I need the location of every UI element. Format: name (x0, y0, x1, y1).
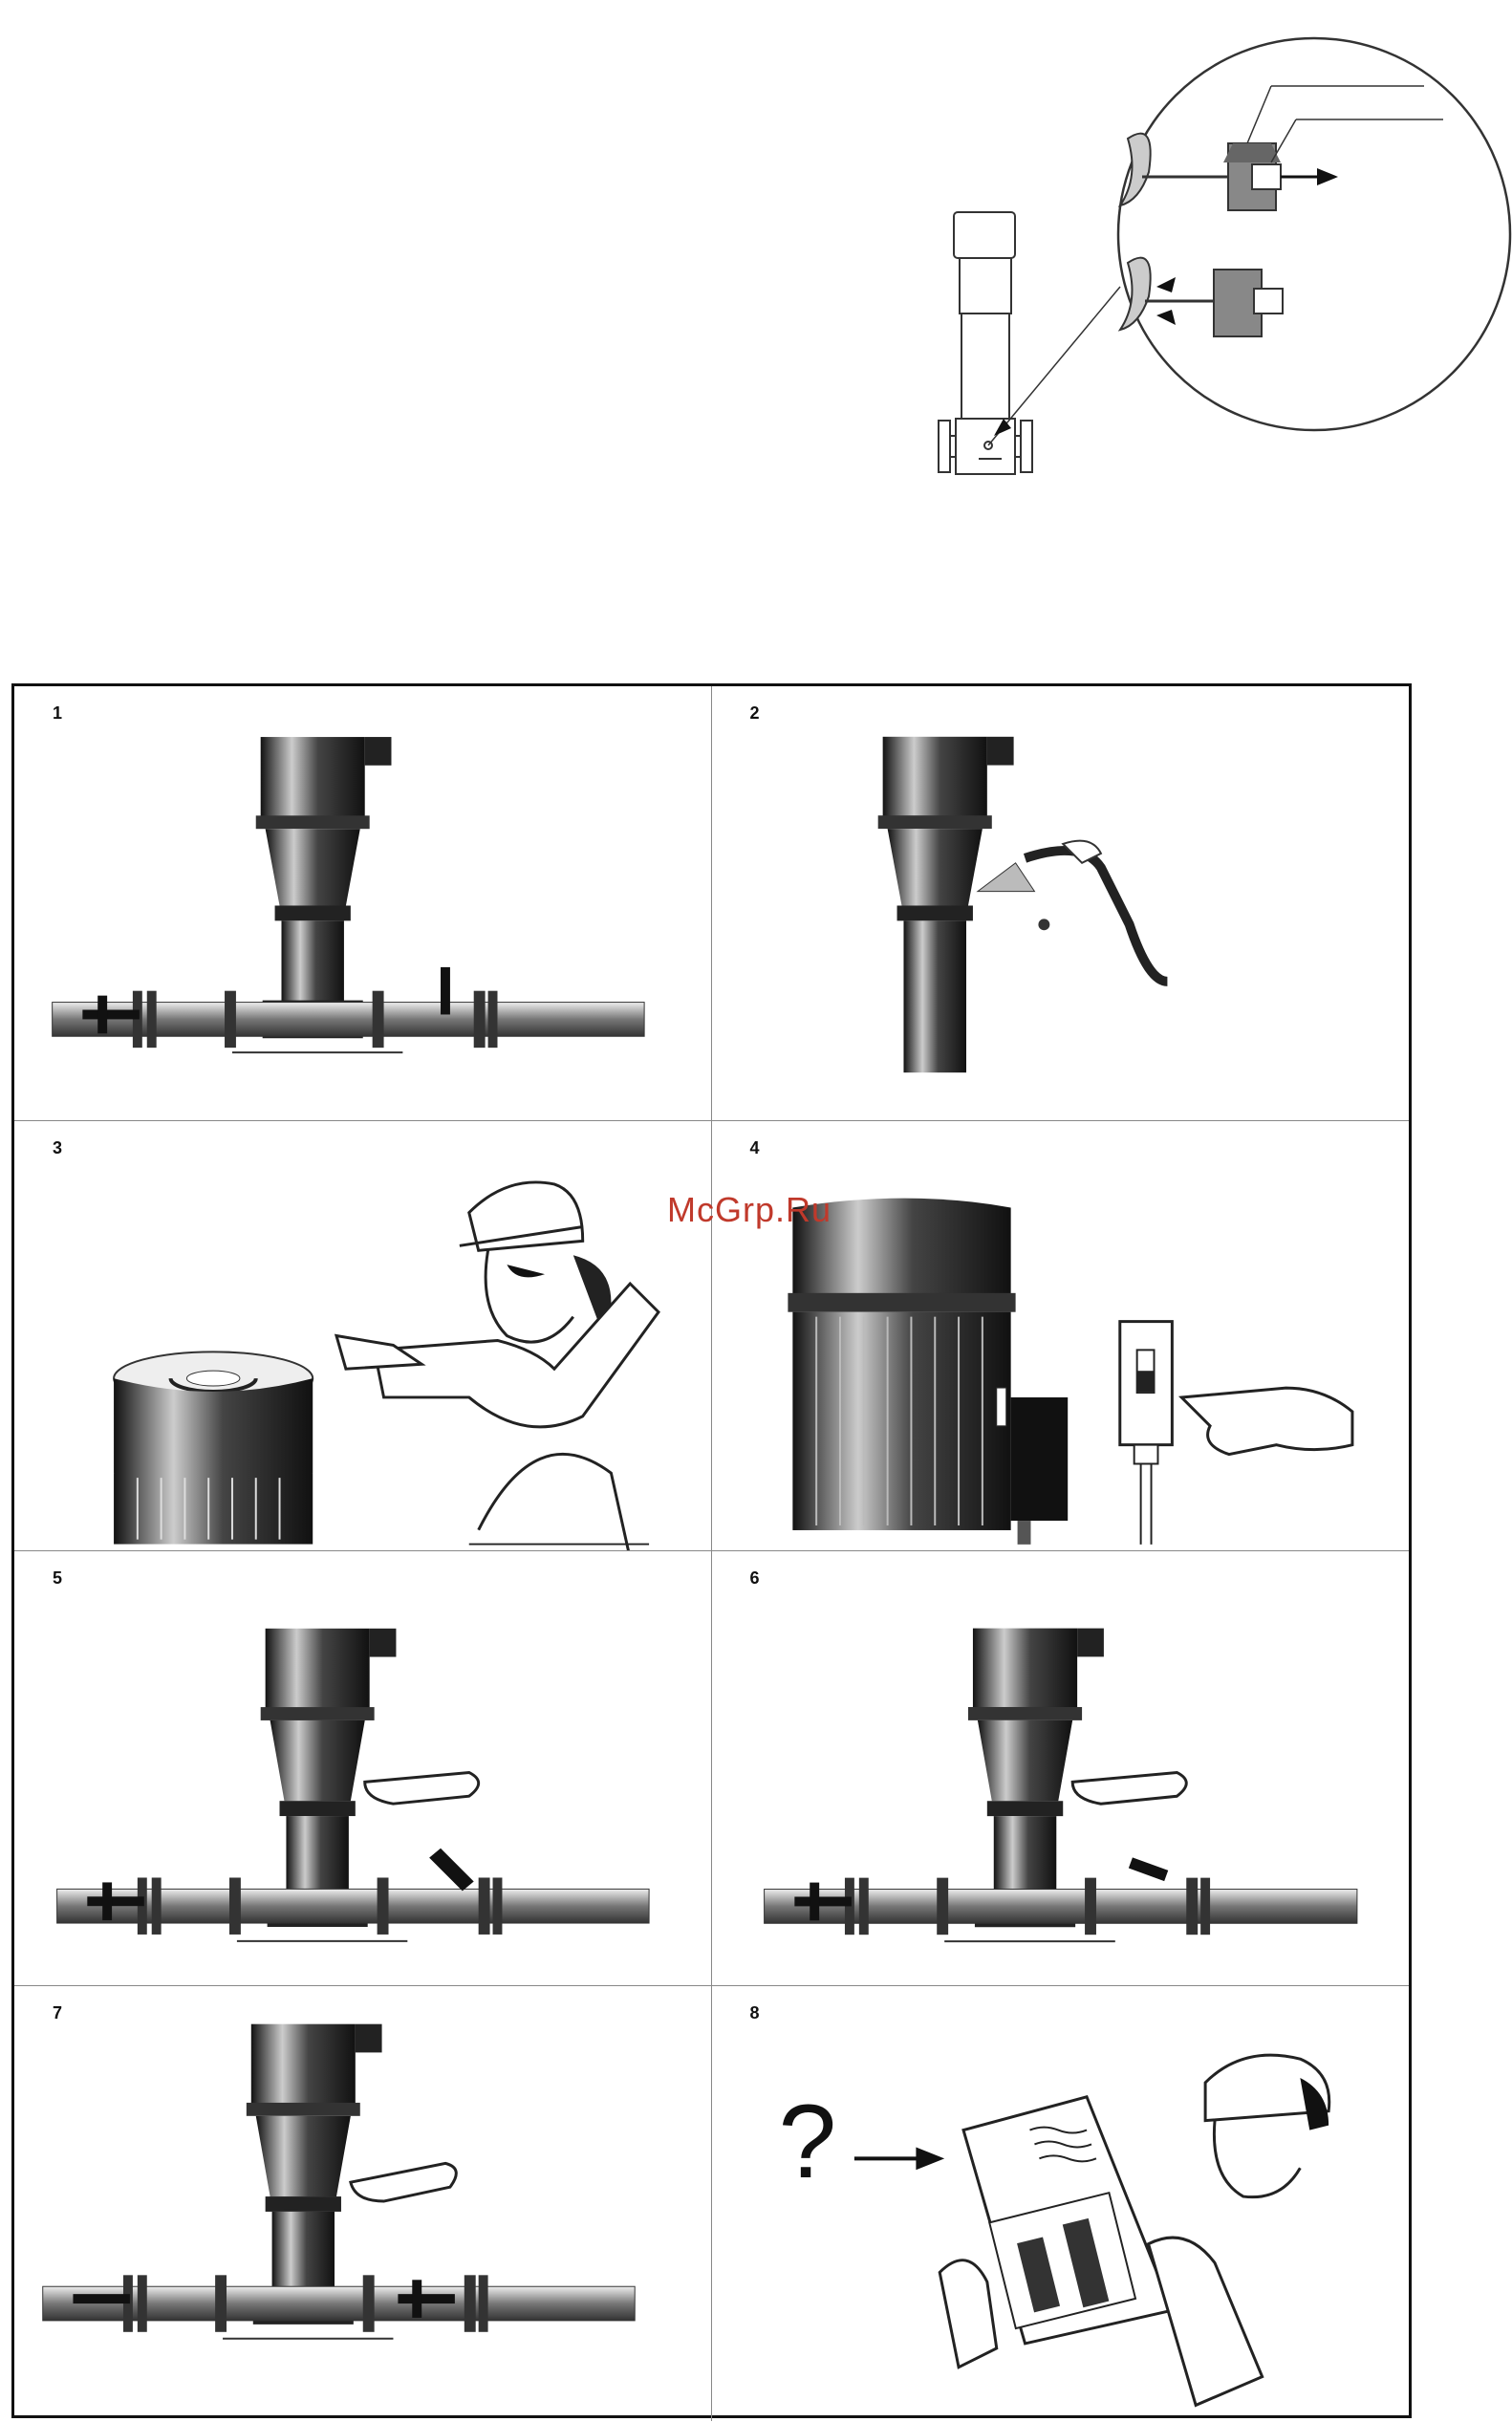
vent-screw-detail-figure (0, 0, 1512, 535)
pump-in-pipeline-icon (14, 686, 711, 1120)
vent-pump-running-icon (712, 1551, 1410, 1985)
step-7-panel: 7 (14, 1986, 712, 2421)
installation-steps-grid: 1 2 (11, 683, 1412, 2418)
step-5-panel: 5 (14, 1551, 712, 1986)
step-3-panel: 3 (14, 1121, 712, 1551)
step-2-panel: 2 (712, 686, 1410, 1121)
question-mark: ? (778, 2084, 836, 2200)
watermark-text: McGrp.Ru (667, 1190, 832, 1230)
consult-manual-icon: ? (712, 1986, 1410, 2421)
step-6-panel: 6 (712, 1551, 1410, 1986)
flush-pump-icon (712, 686, 1410, 1120)
motor-switch-icon (712, 1121, 1410, 1550)
step-1-panel: 1 (14, 686, 712, 1121)
step-4-panel: 4 (712, 1121, 1410, 1551)
magnified-vent-screw-icon (1118, 38, 1510, 430)
step-8-panel: 8 ? (712, 1986, 1410, 2421)
vent-pump-icon (14, 1551, 711, 1985)
pump-outline-icon (939, 212, 1032, 474)
check-rotation-icon (14, 1121, 711, 1550)
tighten-vent-screw-icon (14, 1986, 711, 2421)
